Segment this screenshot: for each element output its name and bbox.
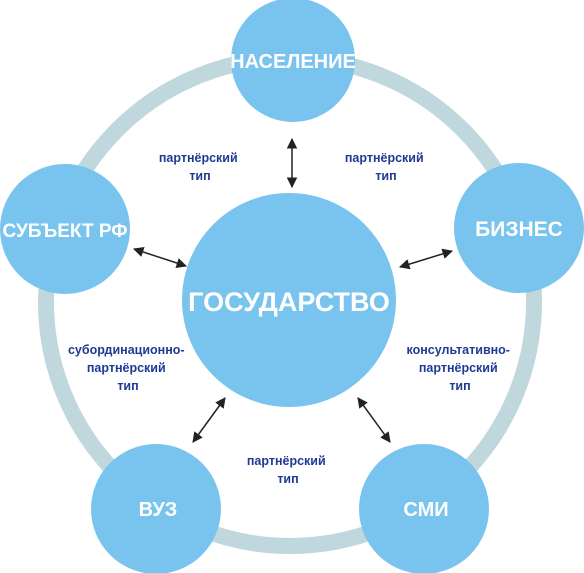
relation-business: консультативно- партнёрский тип bbox=[407, 343, 514, 393]
relation-population-right-line1: партнёрский bbox=[345, 151, 424, 165]
node-media-label: СМИ bbox=[403, 499, 448, 521]
node-population: НАСЕЛЕНИЕ bbox=[230, 0, 356, 122]
node-university-label: ВУЗ bbox=[139, 499, 178, 521]
relation-media-university-line1: партнёрский bbox=[247, 454, 326, 468]
node-region-circle bbox=[0, 164, 130, 294]
node-media: СМИ bbox=[359, 444, 489, 573]
arrow-state-region bbox=[133, 246, 187, 269]
node-business-label: БИЗНЕС bbox=[475, 218, 563, 241]
node-business-circle bbox=[454, 163, 584, 293]
relation-population-left-line2: тип bbox=[189, 169, 210, 183]
relation-population-right-line2: тип bbox=[375, 169, 396, 183]
relation-business-line1: консультативно- bbox=[407, 343, 510, 357]
relation-media-university-line2: тип bbox=[277, 472, 298, 486]
arrow-state-media bbox=[357, 397, 391, 443]
node-business: БИЗНЕС bbox=[454, 163, 584, 293]
node-state-circle bbox=[182, 193, 396, 407]
relation-business-line2: партнёрский bbox=[419, 361, 498, 375]
node-state: ГОСУДАРСТВО bbox=[182, 193, 396, 407]
node-university-circle bbox=[91, 444, 221, 573]
relation-population-left: партнёрский тип bbox=[159, 151, 241, 183]
node-population-circle bbox=[231, 0, 355, 122]
node-population-label: НАСЕЛЕНИЕ bbox=[230, 51, 356, 73]
relation-region-line2: партнёрский bbox=[87, 361, 166, 375]
node-state-label: ГОСУДАРСТВО bbox=[188, 287, 390, 317]
node-university: ВУЗ bbox=[91, 444, 221, 573]
relation-business-line3: тип bbox=[449, 379, 470, 393]
relation-media-university: партнёрский тип bbox=[247, 454, 329, 486]
arrow-state-university bbox=[192, 397, 226, 443]
node-region-label: СУБЪЕКТ РФ bbox=[2, 221, 127, 242]
relation-population-right: партнёрский тип bbox=[345, 151, 427, 183]
node-media-circle bbox=[359, 444, 489, 573]
relation-region-line1: субординационно- bbox=[68, 343, 185, 357]
node-region: СУБЪЕКТ РФ bbox=[0, 164, 130, 294]
relation-population-left-line1: партнёрский bbox=[159, 151, 238, 165]
relation-region-line3: тип bbox=[117, 379, 138, 393]
relation-region: субординационно- партнёрский тип bbox=[68, 343, 188, 393]
arrow-state-business bbox=[398, 248, 454, 270]
